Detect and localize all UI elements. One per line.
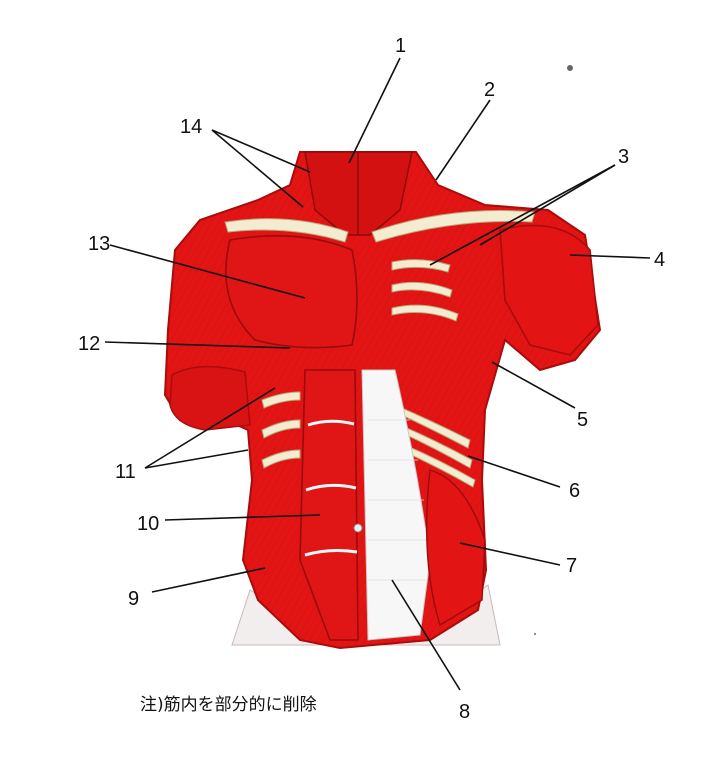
label-4: 4: [654, 249, 665, 271]
label-7: 7: [566, 555, 577, 577]
rib-cage-left: [261, 391, 301, 469]
label-14: 14: [180, 116, 202, 138]
rectus-abdominis: [299, 369, 359, 641]
footnote: 注)筋内を部分的に削除: [140, 695, 317, 715]
rib-cage-right: [391, 259, 476, 488]
label-1: 1: [395, 35, 406, 57]
pectoralis-major: [225, 234, 358, 349]
left-clavicle: [224, 218, 349, 243]
stray-dot: [567, 65, 573, 71]
label-13: 13: [88, 233, 110, 255]
label-10: 10: [137, 513, 159, 535]
left-arm: [169, 365, 251, 431]
stray-dot: [534, 633, 536, 635]
label-2: 2: [484, 79, 495, 101]
label-3: 3: [618, 146, 629, 168]
label-5: 5: [577, 409, 588, 431]
right-clavicle: [371, 210, 536, 243]
label-6: 6: [569, 480, 580, 502]
leader-lines: [104, 57, 651, 691]
navel: [353, 523, 363, 533]
label-11: 11: [115, 461, 136, 483]
label-9: 9: [128, 588, 139, 610]
right-deltoid: [499, 224, 599, 356]
sheath-texture: [368, 419, 428, 581]
external-oblique: [425, 469, 486, 627]
label-12: 12: [78, 333, 100, 355]
label-8: 8: [459, 701, 470, 723]
number-labels: 1 2 3 4 5 6 7 8 9 10 11 12 13 14: [78, 35, 665, 723]
tendinous-intersections: [304, 419, 358, 557]
